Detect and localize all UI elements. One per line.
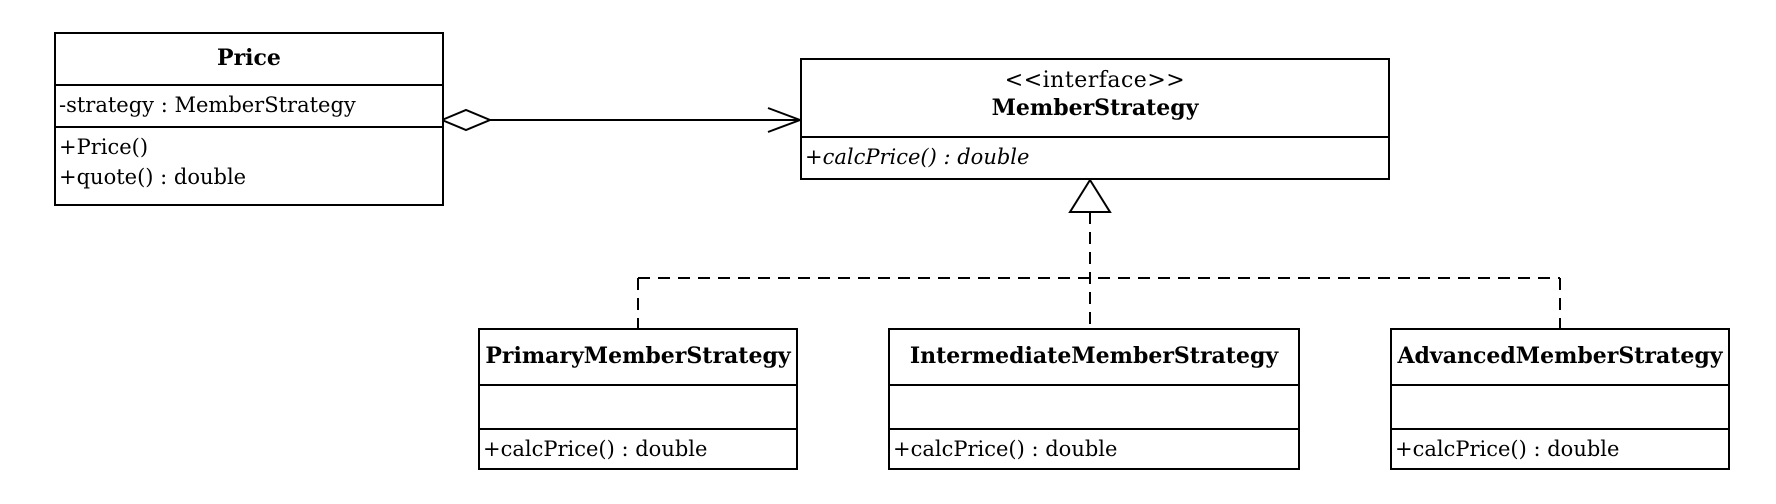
class-intermediate-name-compartment: IntermediateMemberStrategy	[890, 330, 1298, 384]
class-advanced-name-compartment: AdvancedMemberStrategy	[1392, 330, 1728, 384]
class-price: Price -strategy : MemberStrategy +Price(…	[54, 32, 444, 206]
realization-triangle	[1068, 178, 1112, 213]
class-primary-attributes	[480, 384, 796, 428]
class-name: IntermediateMemberStrategy	[909, 343, 1279, 369]
class-primary-name-compartment: PrimaryMemberStrategy	[480, 330, 796, 384]
operation-quote: +quote() : double	[59, 165, 247, 189]
class-name: Price	[217, 45, 281, 71]
aggregation-price-memberstrategy	[439, 107, 803, 133]
operation-calcprice: +calcPrice() : double	[1395, 437, 1620, 461]
aggregation-diamond	[439, 108, 493, 132]
class-advancedmemberstrategy: AdvancedMemberStrategy +calcPrice() : do…	[1390, 328, 1730, 470]
class-price-operations: +Price() +quote() : double	[56, 126, 442, 204]
operation-calcprice: +calcPrice() : double	[893, 437, 1118, 461]
class-advanced-attributes	[1392, 384, 1728, 428]
class-name: PrimaryMemberStrategy	[485, 343, 791, 369]
stereotype-label: <<interface>>	[1004, 68, 1186, 93]
operation-calcprice: +calcPrice() : double	[483, 437, 708, 461]
class-name: AdvancedMemberStrategy	[1397, 343, 1723, 369]
realization-connectors	[637, 178, 1561, 328]
class-intermediate-attributes	[890, 384, 1298, 428]
class-advanced-operations: +calcPrice() : double	[1392, 428, 1728, 468]
interface-name: MemberStrategy	[991, 95, 1199, 121]
class-price-attributes: -strategy : MemberStrategy	[56, 84, 442, 126]
interface-operations: +calcPrice() : double	[802, 136, 1388, 178]
class-primary-operations: +calcPrice() : double	[480, 428, 796, 468]
interface-memberstrategy: <<interface>> MemberStrategy +calcPrice(…	[800, 58, 1390, 180]
class-intermediate-operations: +calcPrice() : double	[890, 428, 1298, 468]
class-price-name-compartment: Price	[56, 34, 442, 84]
interface-name-compartment: <<interface>> MemberStrategy	[802, 60, 1388, 136]
class-primarymemberstrategy: PrimaryMemberStrategy +calcPrice() : dou…	[478, 328, 798, 470]
operation-price-constructor: +Price()	[59, 135, 149, 159]
class-intermediatememberstrategy: IntermediateMemberStrategy +calcPrice() …	[888, 328, 1300, 470]
operation-calcprice: +calcPrice() : double	[805, 145, 1030, 169]
attribute-strategy: -strategy : MemberStrategy	[59, 93, 356, 117]
